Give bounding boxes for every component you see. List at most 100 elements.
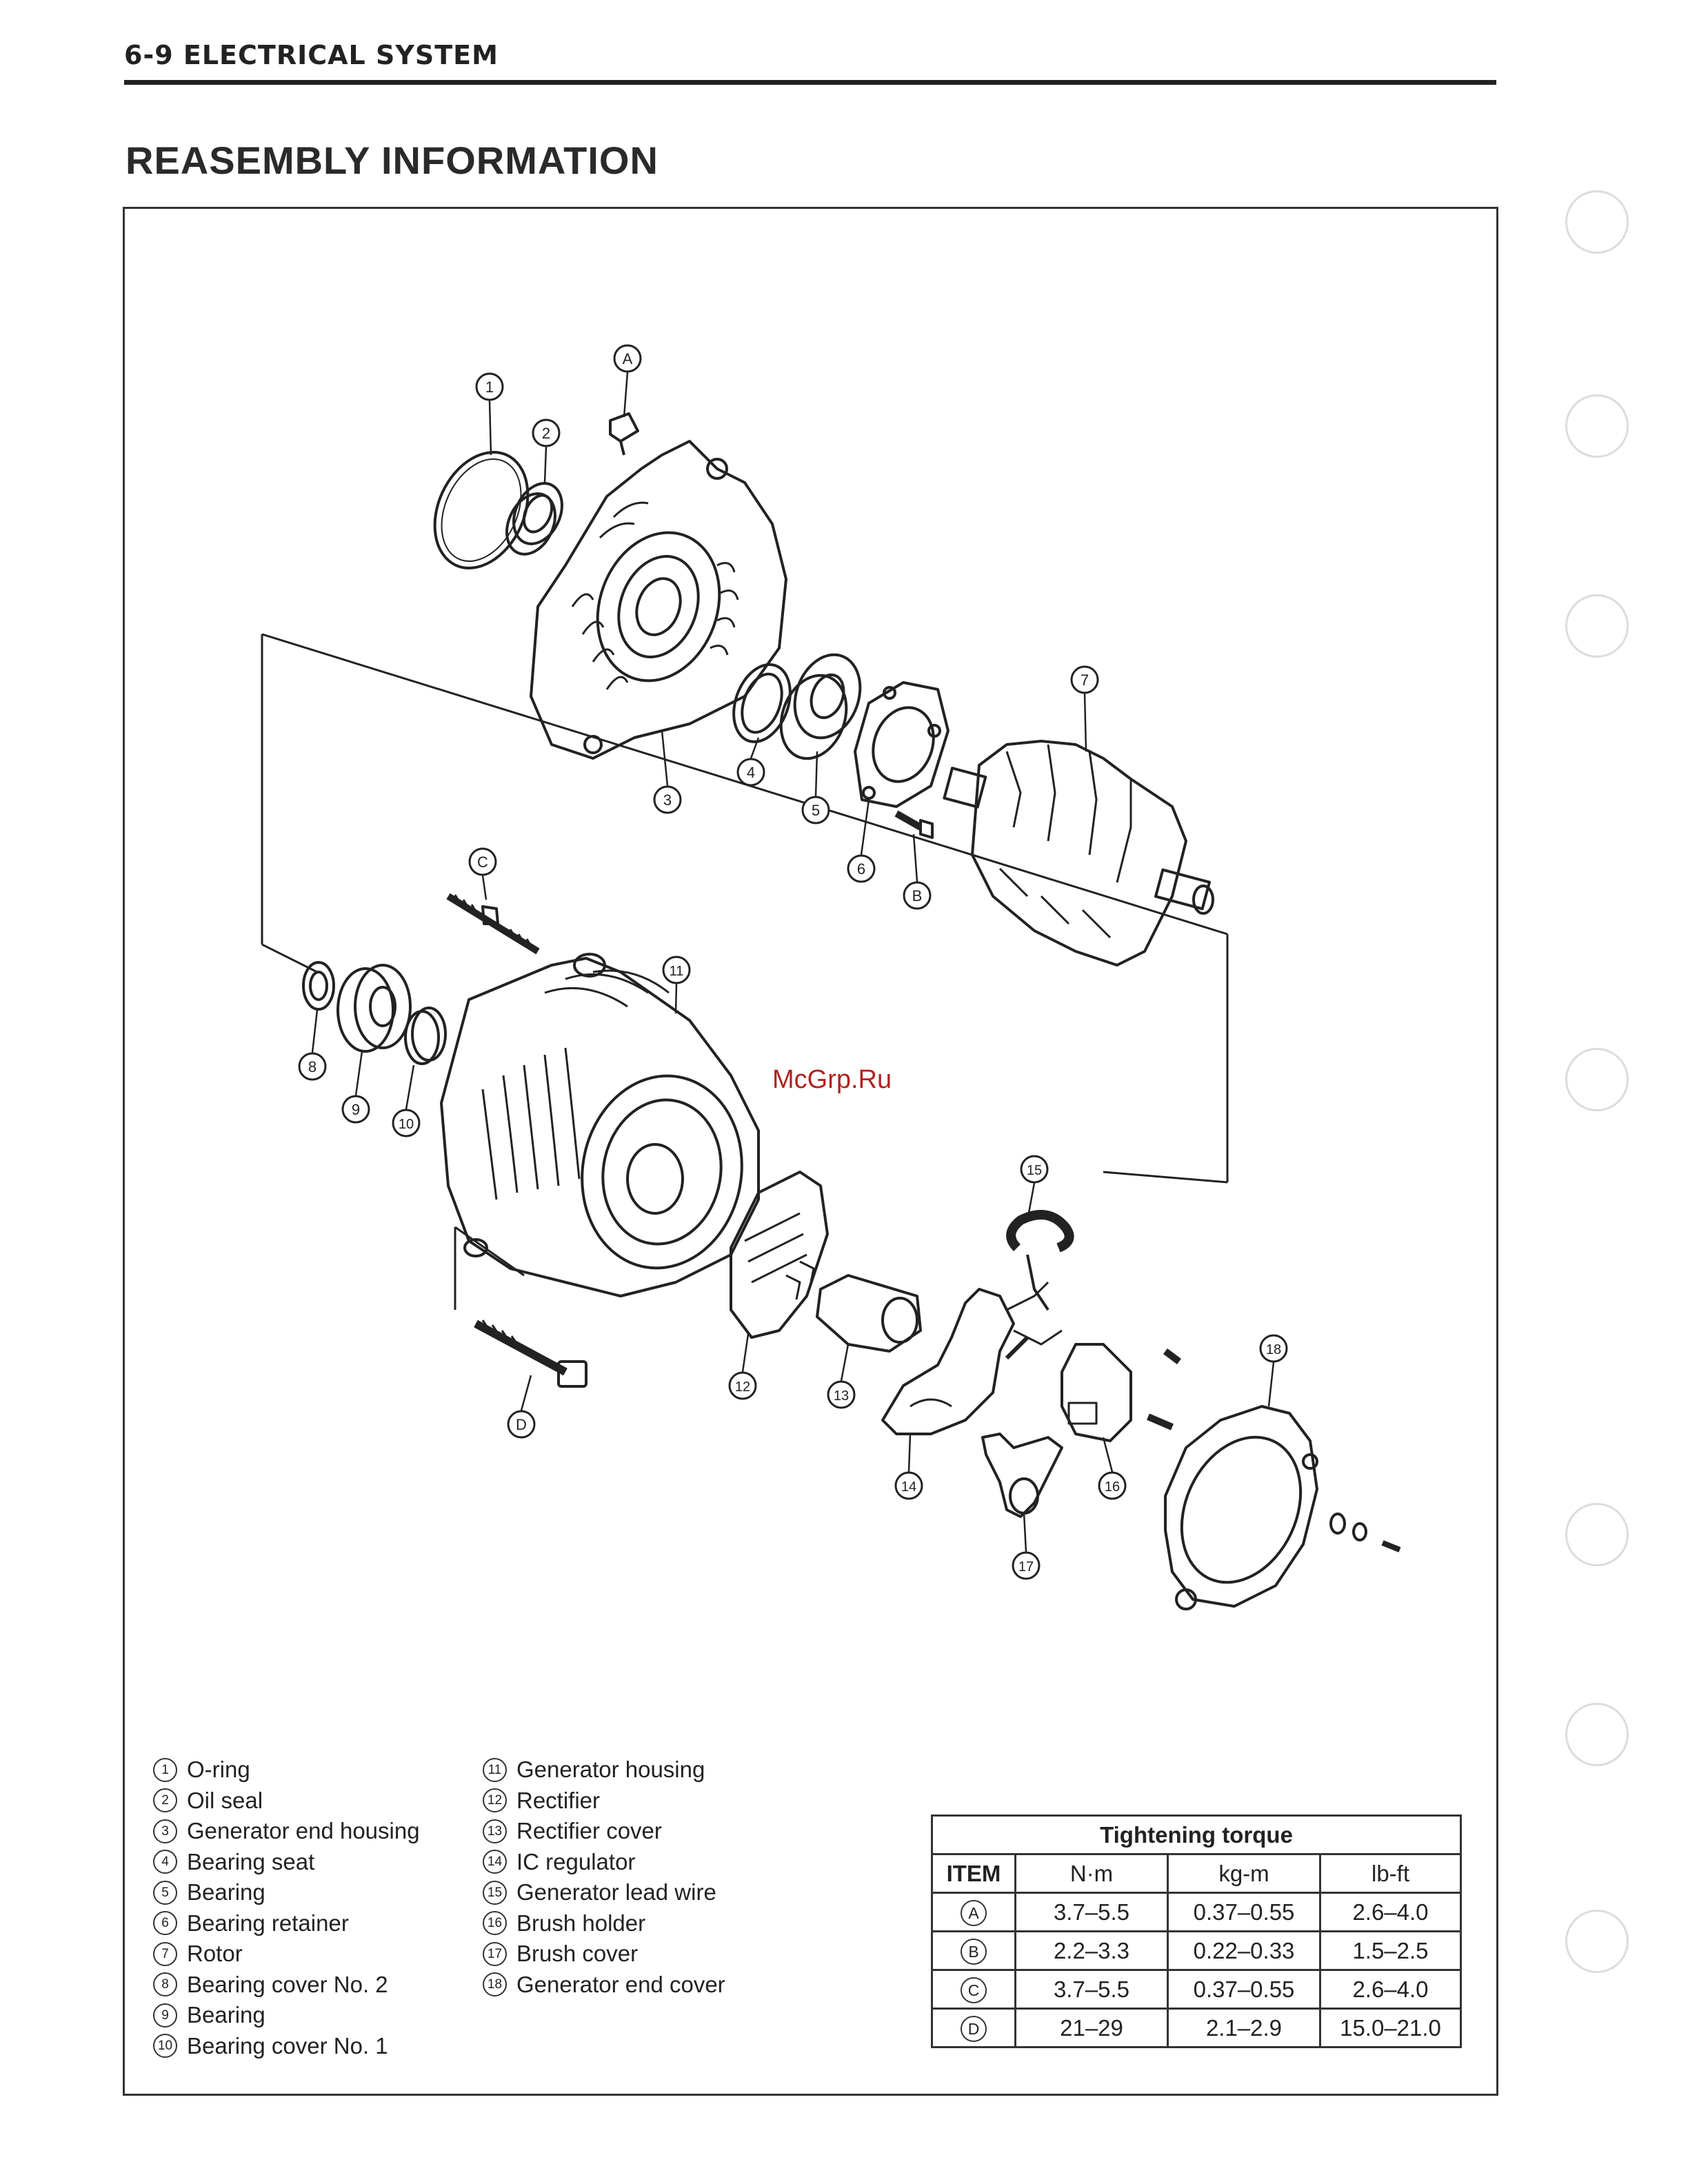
item-number: 17: [483, 1941, 507, 1966]
callout-10: 10: [392, 1109, 421, 1138]
header-kgm: kg-m: [1167, 1853, 1321, 1894]
rotor-part: [943, 740, 1214, 967]
generator-housing-part: [440, 953, 760, 1297]
cell-lbft: 1.5–2.5: [1319, 1930, 1462, 1971]
item-label: Generator end cover: [516, 1971, 725, 1997]
legend-item: 1 O-ring: [153, 1755, 420, 1786]
callout-b: B: [903, 881, 932, 910]
callout-9: 9: [341, 1095, 370, 1124]
cell-kgm: 0.37–0.55: [1167, 1892, 1321, 1932]
svg-text:12: 12: [735, 1379, 750, 1395]
cell-lbft: 15.0–21.0: [1319, 2008, 1462, 2048]
item-label: Rotor: [187, 1941, 243, 1967]
item-number: 2: [153, 1788, 177, 1813]
svg-text:B: B: [912, 887, 923, 904]
bearing-seat-part: [732, 663, 792, 744]
callout-16: 16: [1098, 1471, 1127, 1500]
svg-text:1: 1: [485, 378, 494, 396]
callout-6: 6: [847, 854, 876, 883]
item-number: 9: [153, 2003, 177, 2028]
callout-14: 14: [894, 1471, 923, 1500]
callout-13: 13: [827, 1380, 856, 1409]
item-number: 5: [153, 1880, 177, 1905]
svg-text:D: D: [516, 1416, 527, 1433]
callout-4: 4: [736, 758, 765, 787]
cell-kgm: 0.37–0.55: [1167, 1969, 1321, 2010]
svg-text:C: C: [477, 853, 488, 871]
watermark: McGrp.Ru: [772, 1065, 892, 1094]
callout-d: D: [507, 1410, 536, 1439]
brush-cover-part: [981, 1433, 1063, 1518]
item-number: 18: [483, 1972, 507, 1997]
bearing-9-part: [336, 964, 412, 1053]
legend-item: 18 Generator end cover: [483, 1970, 725, 2001]
callout-c: C: [468, 847, 497, 876]
generator-end-housing-part: [530, 440, 787, 760]
table-row: B 2.2–3.3 0.22–0.33 1.5–2.5: [931, 1930, 1462, 1971]
terminal-nut-part: [1329, 1513, 1401, 1553]
header-lbft: lb-ft: [1319, 1853, 1462, 1894]
item-label: Bearing cover No. 1: [187, 2032, 388, 2059]
svg-text:10: 10: [399, 1117, 414, 1132]
cell-kgm: 2.1–2.9: [1167, 2008, 1321, 2048]
item-label: Bearing: [187, 1879, 265, 1905]
item-label: Bearing seat: [187, 1848, 315, 1874]
brush-holder-part: [1061, 1343, 1181, 1442]
table-row: C 3.7–5.5 0.37–0.55 2.6–4.0: [931, 1969, 1462, 2010]
svg-text:2: 2: [542, 425, 550, 442]
callout-8: 8: [298, 1052, 327, 1081]
item-label: Oil seal: [187, 1787, 263, 1813]
bearing-cover-2-part: [302, 961, 335, 1011]
item-number: 12: [483, 1788, 507, 1813]
callout-15: 15: [1020, 1155, 1049, 1184]
cell-lbft: 2.6–4.0: [1319, 1969, 1462, 2010]
item-number: 1: [153, 1757, 177, 1782]
binder-hole: [1565, 594, 1629, 658]
item-number: 8: [153, 1972, 177, 1997]
binder-hole: [1565, 190, 1629, 254]
bearing-retainer-part: [854, 681, 950, 808]
item-label: O-ring: [187, 1757, 250, 1783]
item-label: Bearing: [187, 2002, 265, 2028]
svg-text:9: 9: [352, 1101, 360, 1118]
ic-regulator-part: [881, 1281, 1063, 1435]
item-label: Bearing retainer: [187, 1910, 349, 1936]
legend-item: 9 Bearing: [153, 2000, 420, 2031]
item-label: Brush holder: [516, 1910, 646, 1936]
svg-text:7: 7: [1081, 671, 1089, 689]
item-number: 10: [153, 2034, 177, 2059]
callout-17: 17: [1012, 1551, 1041, 1580]
item-number: 14: [483, 1850, 507, 1874]
screw-b-part: [894, 810, 934, 839]
svg-text:15: 15: [1027, 1163, 1042, 1178]
rectifier-cover-part: [816, 1274, 922, 1353]
table-row: D 21–29 2.1–2.9 15.0–21.0: [931, 2008, 1462, 2048]
o-ring-part: [433, 451, 530, 569]
binder-hole: [1565, 1048, 1629, 1111]
item-letter: C: [961, 1977, 987, 2003]
table-row: A 3.7–5.5 0.37–0.55 2.6–4.0: [931, 1892, 1462, 1932]
item-letter: B: [961, 1939, 987, 1965]
svg-text:18: 18: [1266, 1342, 1281, 1357]
bearing-cover-1-part: [404, 1007, 447, 1065]
cell-lbft: 2.6–4.0: [1319, 1892, 1462, 1932]
item-number: 13: [483, 1819, 507, 1843]
item-number: 3: [153, 1819, 177, 1843]
legend-item: 5 Bearing: [153, 1877, 420, 1908]
legend-item: 10 Bearing cover No. 1: [153, 2031, 420, 2062]
callouts: 1 2 A 3 4 5 6 B 7 C 11 8 9 10 15 18 12 1…: [298, 344, 1288, 1580]
cell-nm: 21–29: [1014, 2008, 1169, 2048]
callout-2: 2: [532, 418, 561, 447]
svg-text:14: 14: [901, 1479, 916, 1495]
svg-text:3: 3: [663, 791, 672, 809]
cell-kgm: 0.22–0.33: [1167, 1930, 1321, 1971]
table-header-row: ITEM N·m kg-m lb-ft: [931, 1853, 1462, 1894]
cell-nm: 3.7–5.5: [1014, 1969, 1169, 2010]
item-label: Generator lead wire: [516, 1879, 716, 1905]
binder-hole: [1565, 1703, 1629, 1766]
